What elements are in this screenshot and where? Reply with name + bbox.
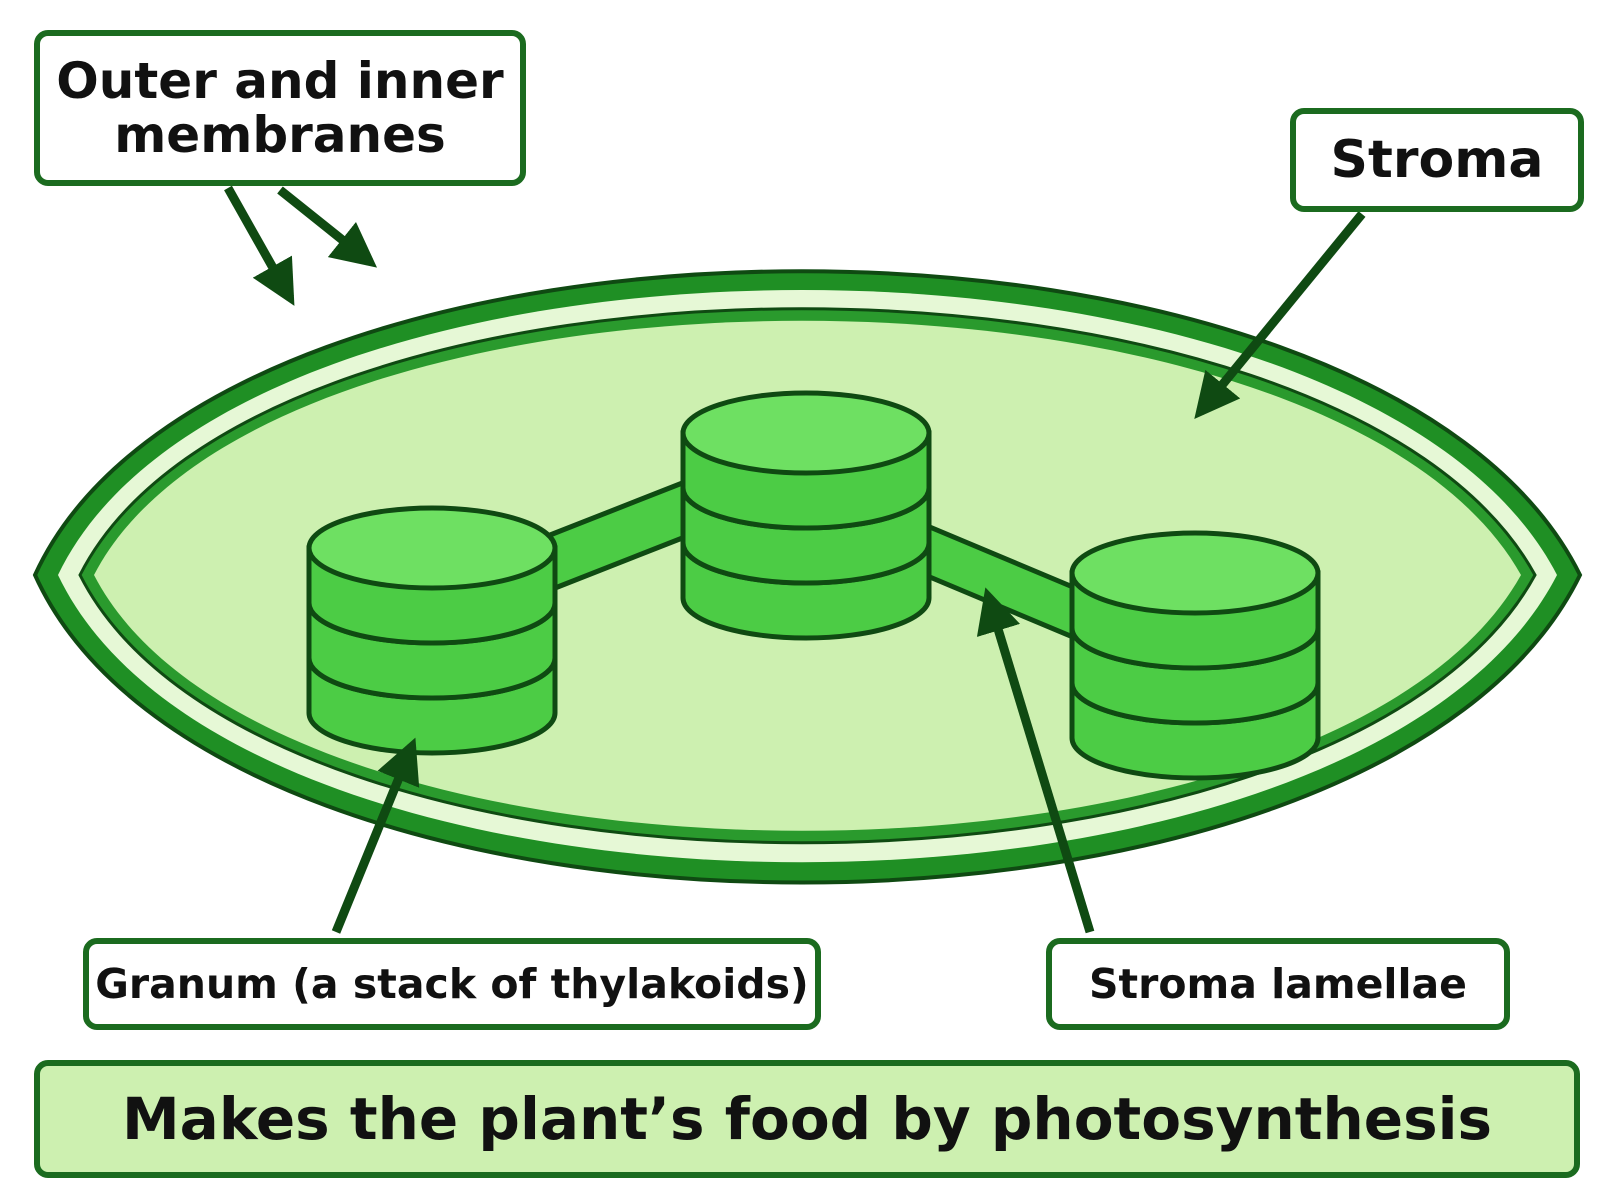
arrow-to-inner-membrane: [277, 186, 378, 268]
arrow-to-stroma: [1194, 211, 1366, 419]
label-stroma-text: Stroma: [1330, 129, 1544, 190]
granum-stack-center: [680, 390, 932, 641]
label-stroma-lamellae: Stroma lamellae: [1046, 938, 1510, 1030]
label-granum: Granum (a stack of thylakoids): [83, 938, 821, 1030]
label-lamellae-text: Stroma lamellae: [1088, 959, 1467, 1008]
thylakoid-disc-top: [680, 390, 932, 476]
arrow-to-granum: [331, 737, 420, 934]
granum-stack-left: [306, 505, 558, 756]
function-banner-text: Makes the plant’s food by photosynthesis: [121, 1084, 1493, 1153]
label-membranes-line1: Outer and inner: [56, 52, 504, 110]
label-outer-inner-membranes: Outer and inner membranes: [34, 30, 526, 186]
thylakoid-disc-top: [306, 505, 558, 591]
label-granum-text: Granum (a stack of thylakoids): [95, 959, 809, 1008]
granum-stack-right: [1069, 530, 1321, 781]
label-stroma: Stroma: [1290, 108, 1584, 212]
arrow-to-stroma-lamellae: [976, 587, 1095, 934]
thylakoid-disc-top: [1069, 530, 1321, 616]
label-membranes-line2: membranes: [114, 106, 446, 164]
function-banner: Makes the plant’s food by photosynthesis: [34, 1060, 1580, 1178]
arrow-to-outer-membrane: [224, 185, 295, 306]
